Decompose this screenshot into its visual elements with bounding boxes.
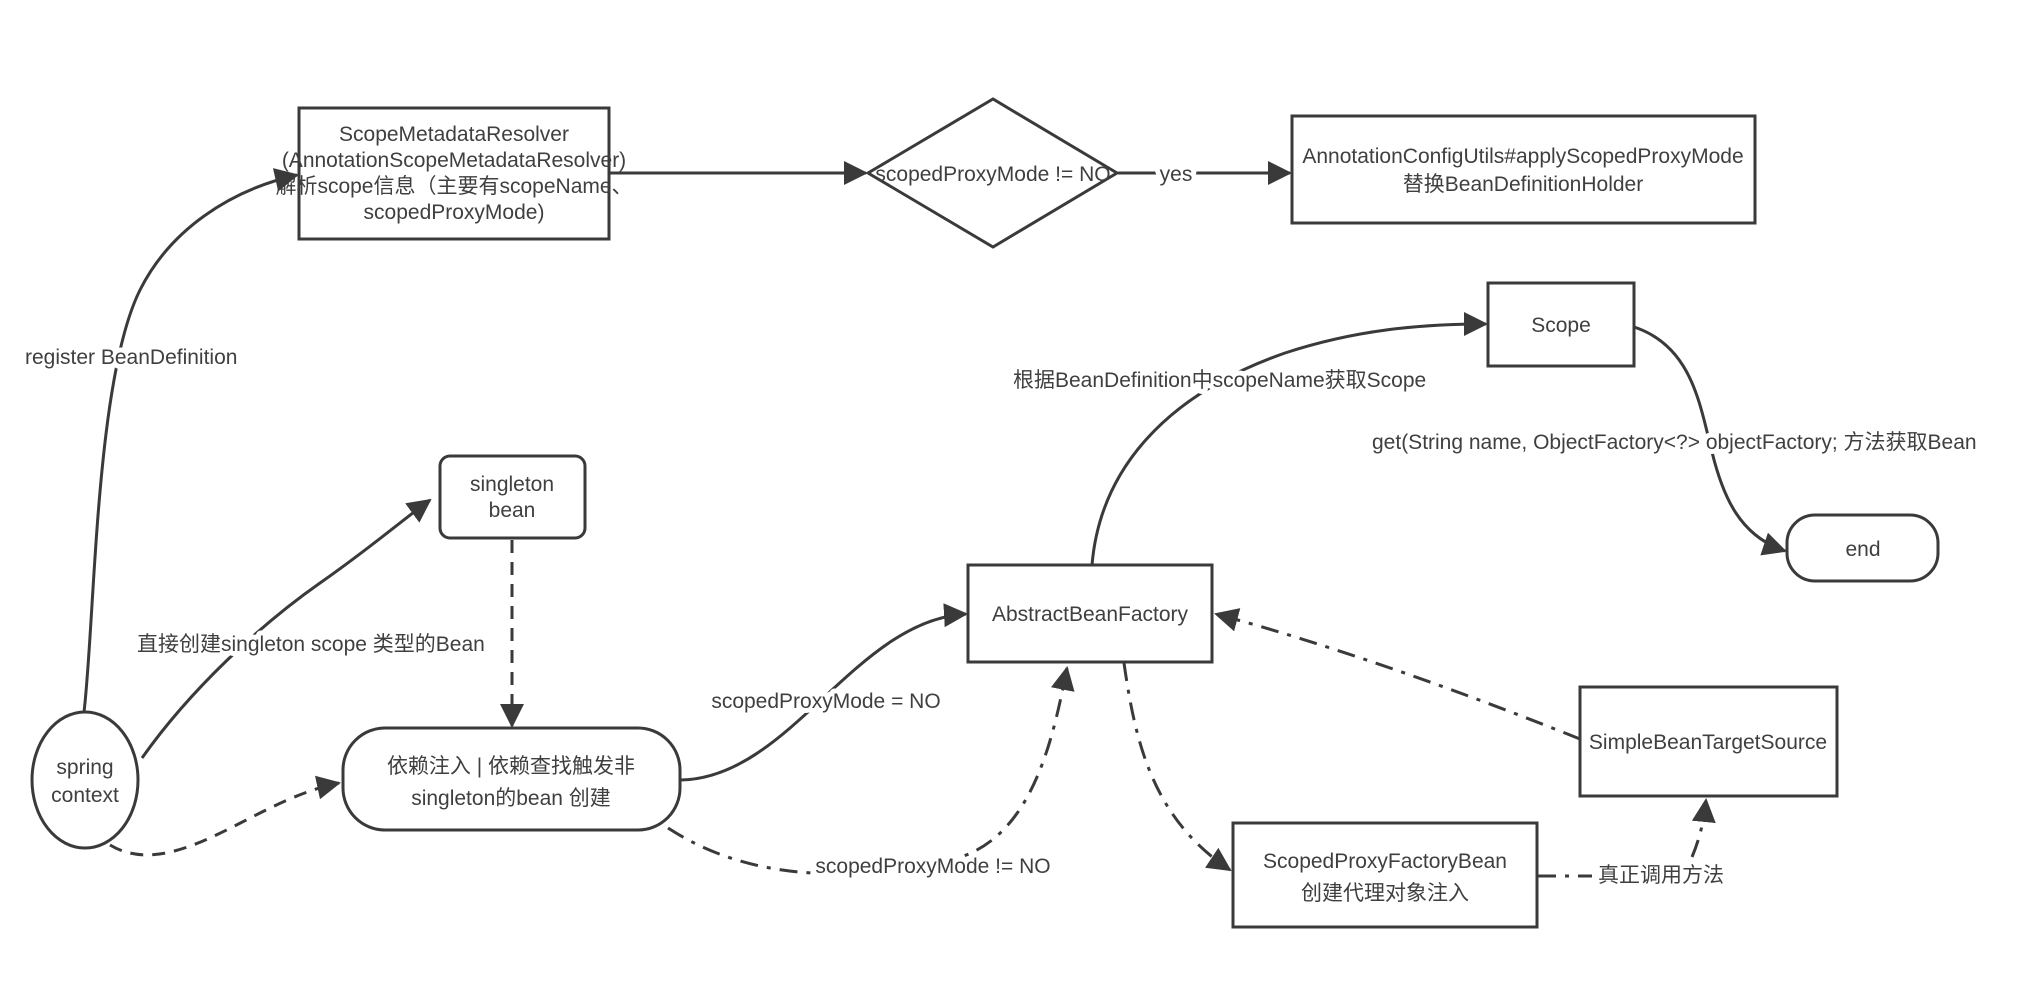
spring-context-label-line1: spring: [56, 756, 113, 779]
scoped-proxy-factory-bean-line1: ScopedProxyFactoryBean: [1263, 850, 1507, 873]
decision-diamond-label: scopedProxyMode != NO: [875, 163, 1110, 186]
annotation-config-utils-line1: AnnotationConfigUtils#applyScopedProxyMo…: [1302, 145, 1743, 168]
label-register-beandefinition: register BeanDefinition: [25, 346, 237, 369]
node-dependency-injection: 依赖注入 | 依赖查找触发非 singleton的bean 创建: [341, 726, 682, 832]
node-singleton-bean: singleton bean: [438, 454, 587, 540]
annotation-config-utils-shape: [1290, 114, 1757, 225]
scope-metadata-resolver-line1: ScopeMetadataResolver: [339, 123, 569, 146]
node-simple-bean-target-source: SimpleBeanTargetSource: [1578, 685, 1839, 798]
decision-diamond-shape: [865, 97, 1120, 249]
node-abstract-bean-factory: AbstractBeanFactory: [966, 563, 1214, 664]
scope-metadata-resolver-line2: (AnnotationScopeMetadataResolver): [282, 149, 626, 172]
scope-label: Scope: [1531, 314, 1591, 337]
singleton-bean-line1: singleton: [470, 473, 554, 496]
edge-real-invoke-segment2: [1690, 798, 1716, 858]
node-scope-metadata-resolver: ScopeMetadataResolver (AnnotationScopeMe…: [275, 106, 633, 241]
dependency-injection-shape: [341, 726, 682, 832]
annotation-config-utils-line2: 替换BeanDefinitionHolder: [1403, 173, 1643, 196]
dependency-injection-line1: 依赖注入 | 依赖查找触发非: [387, 755, 635, 778]
abstract-bean-factory-shape: [966, 563, 1214, 664]
node-end: end: [1785, 513, 1940, 583]
label-proxy-mode-not-no: scopedProxyMode != NO: [815, 855, 1050, 878]
label-get-method: get(String name, ObjectFactory<?> object…: [1372, 431, 1977, 454]
end-label: end: [1845, 538, 1880, 561]
label-proxy-mode-no: scopedProxyMode = NO: [711, 690, 940, 713]
label-create-singleton: 直接创建singleton scope 类型的Bean: [137, 633, 485, 656]
node-scope: Scope: [1486, 281, 1636, 368]
label-get-scope-by-name: 根据BeanDefinition中scopeName获取Scope: [1013, 369, 1426, 392]
node-spring-context: spring context: [30, 710, 140, 850]
scoped-proxy-factory-bean-line2: 创建代理对象注入: [1301, 882, 1469, 905]
end-shape: [1785, 513, 1940, 583]
scope-shape: [1486, 281, 1636, 368]
edge-proxy-mode-no: [680, 603, 968, 782]
label-real-invoke: 真正调用方法: [1598, 864, 1724, 887]
spring-context-shape: [30, 710, 140, 850]
edge-context-to-dependency: [109, 775, 341, 857]
dependency-injection-line2: singleton的bean 创建: [411, 787, 611, 810]
edge-abstract-to-scope: [1090, 312, 1488, 566]
scoped-proxy-factory-bean-shape: [1231, 821, 1539, 929]
node-annotation-config-utils: AnnotationConfigUtils#applyScopedProxyMo…: [1290, 114, 1757, 225]
abstract-bean-factory-label: AbstractBeanFactory: [992, 603, 1189, 626]
scope-metadata-resolver-shape: [297, 106, 611, 241]
scope-metadata-resolver-line4: scopedProxyMode): [364, 201, 545, 224]
edge-register-beandefinition: [82, 168, 299, 713]
singleton-bean-shape: [438, 454, 587, 540]
edge-abstract-to-scoped-proxy: [1122, 662, 1232, 872]
simple-bean-target-source-label: SimpleBeanTargetSource: [1589, 731, 1827, 754]
spring-context-label-line2: context: [51, 784, 119, 807]
node-scoped-proxy-factory-bean: ScopedProxyFactoryBean 创建代理对象注入: [1231, 821, 1539, 929]
singleton-bean-line2: bean: [489, 499, 536, 522]
edge-scope-to-end: [1633, 325, 1787, 556]
node-scoped-proxy-mode-decision: scopedProxyMode != NO: [865, 97, 1120, 249]
edge-create-singleton: [140, 498, 432, 759]
simple-bean-target-source-shape: [1578, 685, 1839, 798]
label-yes: yes: [1160, 163, 1193, 186]
edge-target-source-to-abstract: [1214, 608, 1581, 741]
scope-metadata-resolver-line3: 解析scope信息（主要有scopeName、: [275, 175, 632, 198]
edge-proxy-mode-not-no: [667, 666, 1075, 876]
